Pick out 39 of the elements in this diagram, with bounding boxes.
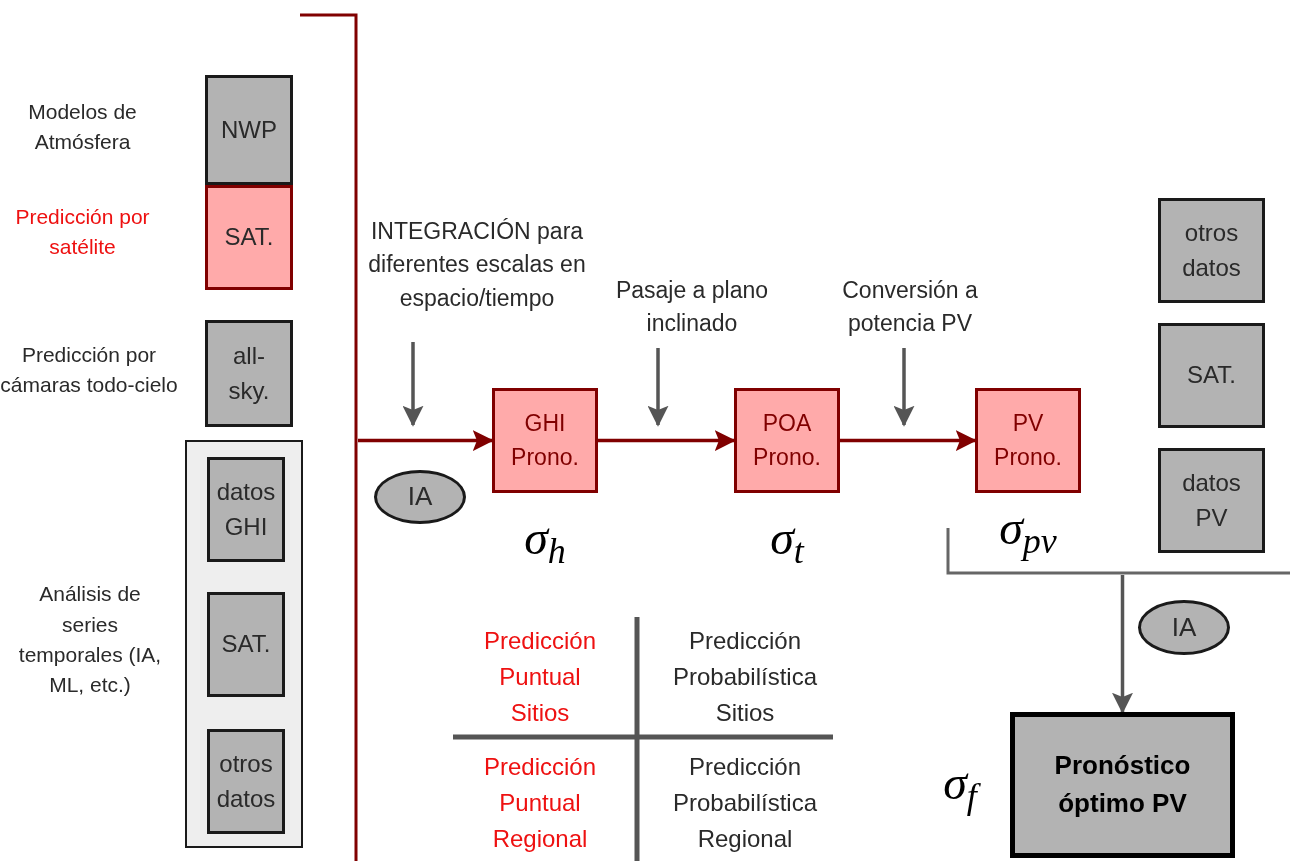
annotation-text: Pasaje a plano inclinado bbox=[592, 266, 792, 348]
category-label: Análisis de series temporales (IA, ML, etc.) bbox=[17, 581, 163, 699]
satellite-box: SAT. bbox=[205, 185, 293, 290]
data-box: otros datos bbox=[207, 729, 285, 834]
arrow bbox=[598, 430, 736, 451]
data-box: SAT. bbox=[1158, 323, 1265, 428]
data-box: otros datos bbox=[1158, 198, 1265, 303]
result-box: Pronóstico óptimo PV bbox=[1010, 712, 1235, 858]
data-box: NWP bbox=[205, 75, 293, 185]
arrow bbox=[1112, 575, 1133, 714]
sigma-symbol: σ$_{f}$ bbox=[915, 750, 1005, 815]
data-box: all-sky. bbox=[205, 320, 293, 427]
group-panel bbox=[185, 440, 303, 848]
table-cell-text: Predicción Puntual Sitios bbox=[482, 626, 598, 728]
ai-ellipse: IA bbox=[374, 470, 466, 524]
bracket bbox=[298, 13, 358, 861]
arrow bbox=[647, 348, 669, 427]
table-cell-text: Predicción Probabilística Sitios bbox=[671, 626, 819, 728]
table-cell-text: Predicción Probabilística Regional bbox=[671, 752, 819, 854]
sigma-symbol: σ$_{pv}$ bbox=[998, 499, 1058, 560]
annotation-text: INTEGRACIÓN para diferentes escalas en espacio/tiempo bbox=[367, 188, 587, 342]
category-label: Predicción por satélite bbox=[15, 203, 150, 260]
category-label: Predicción por cámaras todo-cielo bbox=[0, 341, 178, 398]
sigma-symbol: σ$_{t}$ bbox=[769, 509, 806, 570]
data-box: datos PV bbox=[1158, 448, 1265, 553]
arrow bbox=[358, 430, 494, 451]
data-box: datos GHI bbox=[207, 457, 285, 562]
category-label: Modelos de Atmósfera bbox=[27, 98, 138, 155]
arrow bbox=[840, 430, 977, 451]
data-box: SAT. bbox=[207, 592, 285, 697]
arrow bbox=[893, 348, 915, 427]
forecast-box: PV Prono. bbox=[975, 388, 1081, 493]
annotation-text: Conversión a potencia PV bbox=[815, 266, 1005, 348]
arrow bbox=[402, 342, 424, 427]
table-cell-text: Predicción Puntual Regional bbox=[482, 752, 598, 854]
sigma-symbol: σ$_{h}$ bbox=[523, 509, 567, 570]
forecast-box: GHI Prono. bbox=[492, 388, 598, 493]
ai-ellipse: IA bbox=[1138, 600, 1230, 655]
forecast-box: POA Prono. bbox=[734, 388, 840, 493]
